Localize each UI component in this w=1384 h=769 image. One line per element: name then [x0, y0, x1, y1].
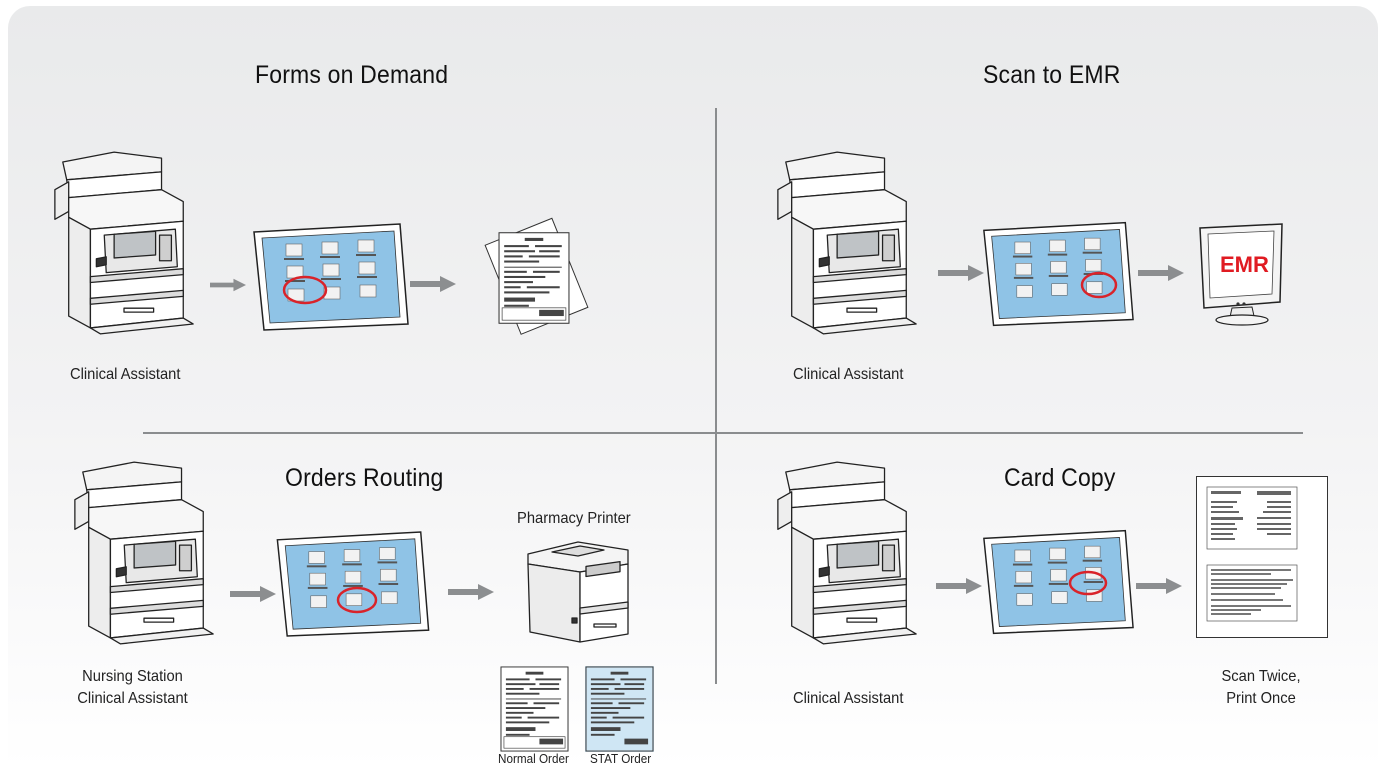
selection-highlight: [336, 586, 378, 614]
role-line-2: Clinical Assistant: [77, 690, 188, 707]
role-label: Clinical Assistant: [793, 690, 904, 707]
card-copy-title: Card Copy: [1004, 464, 1116, 492]
mfp-printer-icon: [768, 150, 926, 338]
result-label: Scan Twice, Print Once: [1201, 666, 1321, 710]
emr-monitor-icon: EMR: [1196, 222, 1288, 326]
normal-order-doc-icon: [500, 666, 569, 752]
arrow-right-icon: [938, 265, 984, 281]
result-line-2: Print Once: [1226, 690, 1296, 707]
touchscreen-panel-icon: [250, 222, 410, 332]
mfp-printer-icon: [45, 150, 203, 338]
mfp-printer-icon: [768, 460, 926, 648]
arrow-right-icon: [448, 584, 494, 600]
arrow-right-icon: [1138, 265, 1184, 281]
stat-order-doc-icon: [585, 666, 654, 752]
normal-order-label: Normal Order: [498, 751, 569, 766]
arrow-right-icon: [230, 586, 276, 602]
mfp-printer-icon: [65, 460, 223, 648]
role-line-1: Nursing Station: [82, 668, 183, 685]
vertical-divider: [715, 108, 717, 684]
arrow-right-icon: [1136, 578, 1182, 594]
document-stack-icon: [468, 210, 608, 350]
laser-printer-icon: [518, 536, 634, 648]
diagram-panel: [8, 6, 1378, 769]
forms-on-demand-title: Forms on Demand: [255, 61, 449, 89]
orders-routing-title: Orders Routing: [285, 464, 444, 492]
touchscreen-panel-icon: [980, 528, 1135, 636]
arrow-right-icon: [936, 578, 982, 594]
arrow-right-icon: [210, 278, 246, 292]
horizontal-divider: [143, 432, 1303, 434]
emr-screen-label: EMR: [1220, 252, 1269, 277]
selection-highlight: [282, 275, 328, 305]
result-line-1: Scan Twice,: [1221, 668, 1301, 685]
role-label: Clinical Assistant: [793, 366, 904, 383]
role-label: Clinical Assistant: [70, 366, 181, 383]
scan-to-emr-title: Scan to EMR: [983, 61, 1121, 89]
card-copy-page-icon: [1196, 476, 1328, 638]
selection-highlight: [1080, 271, 1118, 299]
pharmacy-printer-label: Pharmacy Printer: [517, 510, 631, 527]
role-label: Nursing Station Clinical Assistant: [66, 666, 199, 710]
stat-order-label: STAT Order: [590, 751, 652, 766]
arrow-right-icon: [410, 276, 456, 292]
selection-highlight: [1068, 570, 1108, 596]
